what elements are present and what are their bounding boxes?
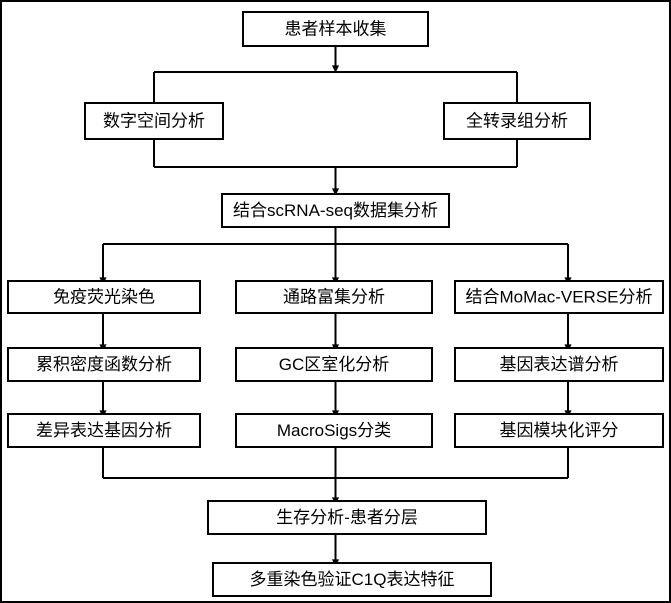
node-label: GC区室化分析 xyxy=(279,355,390,374)
node-scrna-seq-dataset-analysis[interactable]: 结合scRNA-seq数据集分析 xyxy=(221,193,450,228)
node-label: 基因模块化评分 xyxy=(500,421,619,440)
node-label: 多重染色验证C1Q表达特征 xyxy=(250,570,455,589)
node-label: 生存分析-患者分层 xyxy=(276,508,418,527)
node-multiplex-staining-c1q-validation[interactable]: 多重染色验证C1Q表达特征 xyxy=(212,562,492,597)
node-digital-spatial-analysis[interactable]: 数字空间分析 xyxy=(84,102,224,140)
node-gene-expression-profile-analysis[interactable]: 基因表达谱分析 xyxy=(454,347,664,382)
node-label: 通路富集分析 xyxy=(283,287,385,306)
node-differential-gene-expression-analysis[interactable]: 差异表达基因分析 xyxy=(7,413,201,448)
node-whole-transcriptome-analysis[interactable]: 全转录组分析 xyxy=(443,102,591,140)
node-gc-compartmentalization-analysis[interactable]: GC区室化分析 xyxy=(235,347,433,382)
node-label: 结合scRNA-seq数据集分析 xyxy=(233,201,438,220)
node-gene-module-score[interactable]: 基因模块化评分 xyxy=(454,413,664,448)
node-macrosigs-classification[interactable]: MacroSigs分类 xyxy=(235,413,433,448)
node-label: 基因表达谱分析 xyxy=(500,355,619,374)
node-pathway-enrichment-analysis[interactable]: 通路富集分析 xyxy=(235,280,433,314)
connector-layer xyxy=(99,46,572,567)
node-label: MacroSigs分类 xyxy=(277,421,391,440)
node-label: 差异表达基因分析 xyxy=(36,421,172,440)
node-label: 数字空间分析 xyxy=(103,111,205,130)
node-label: 结合MoMac-VERSE分析 xyxy=(465,287,652,306)
node-survival-analysis-patient-stratification[interactable]: 生存分析-患者分层 xyxy=(207,500,487,535)
node-label: 全转录组分析 xyxy=(466,111,568,130)
node-label: 患者样本收集 xyxy=(285,19,387,38)
node-immunofluorescence-staining[interactable]: 免疫荧光染色 xyxy=(7,280,201,314)
node-cumulative-density-function-analysis[interactable]: 累积密度函数分析 xyxy=(7,347,201,382)
node-momac-verse-analysis[interactable]: 结合MoMac-VERSE分析 xyxy=(454,280,664,314)
node-label: 累积密度函数分析 xyxy=(36,355,172,374)
node-label: 免疫荧光染色 xyxy=(53,287,155,306)
node-patient-sample-collection[interactable]: 患者样本收集 xyxy=(242,11,429,47)
